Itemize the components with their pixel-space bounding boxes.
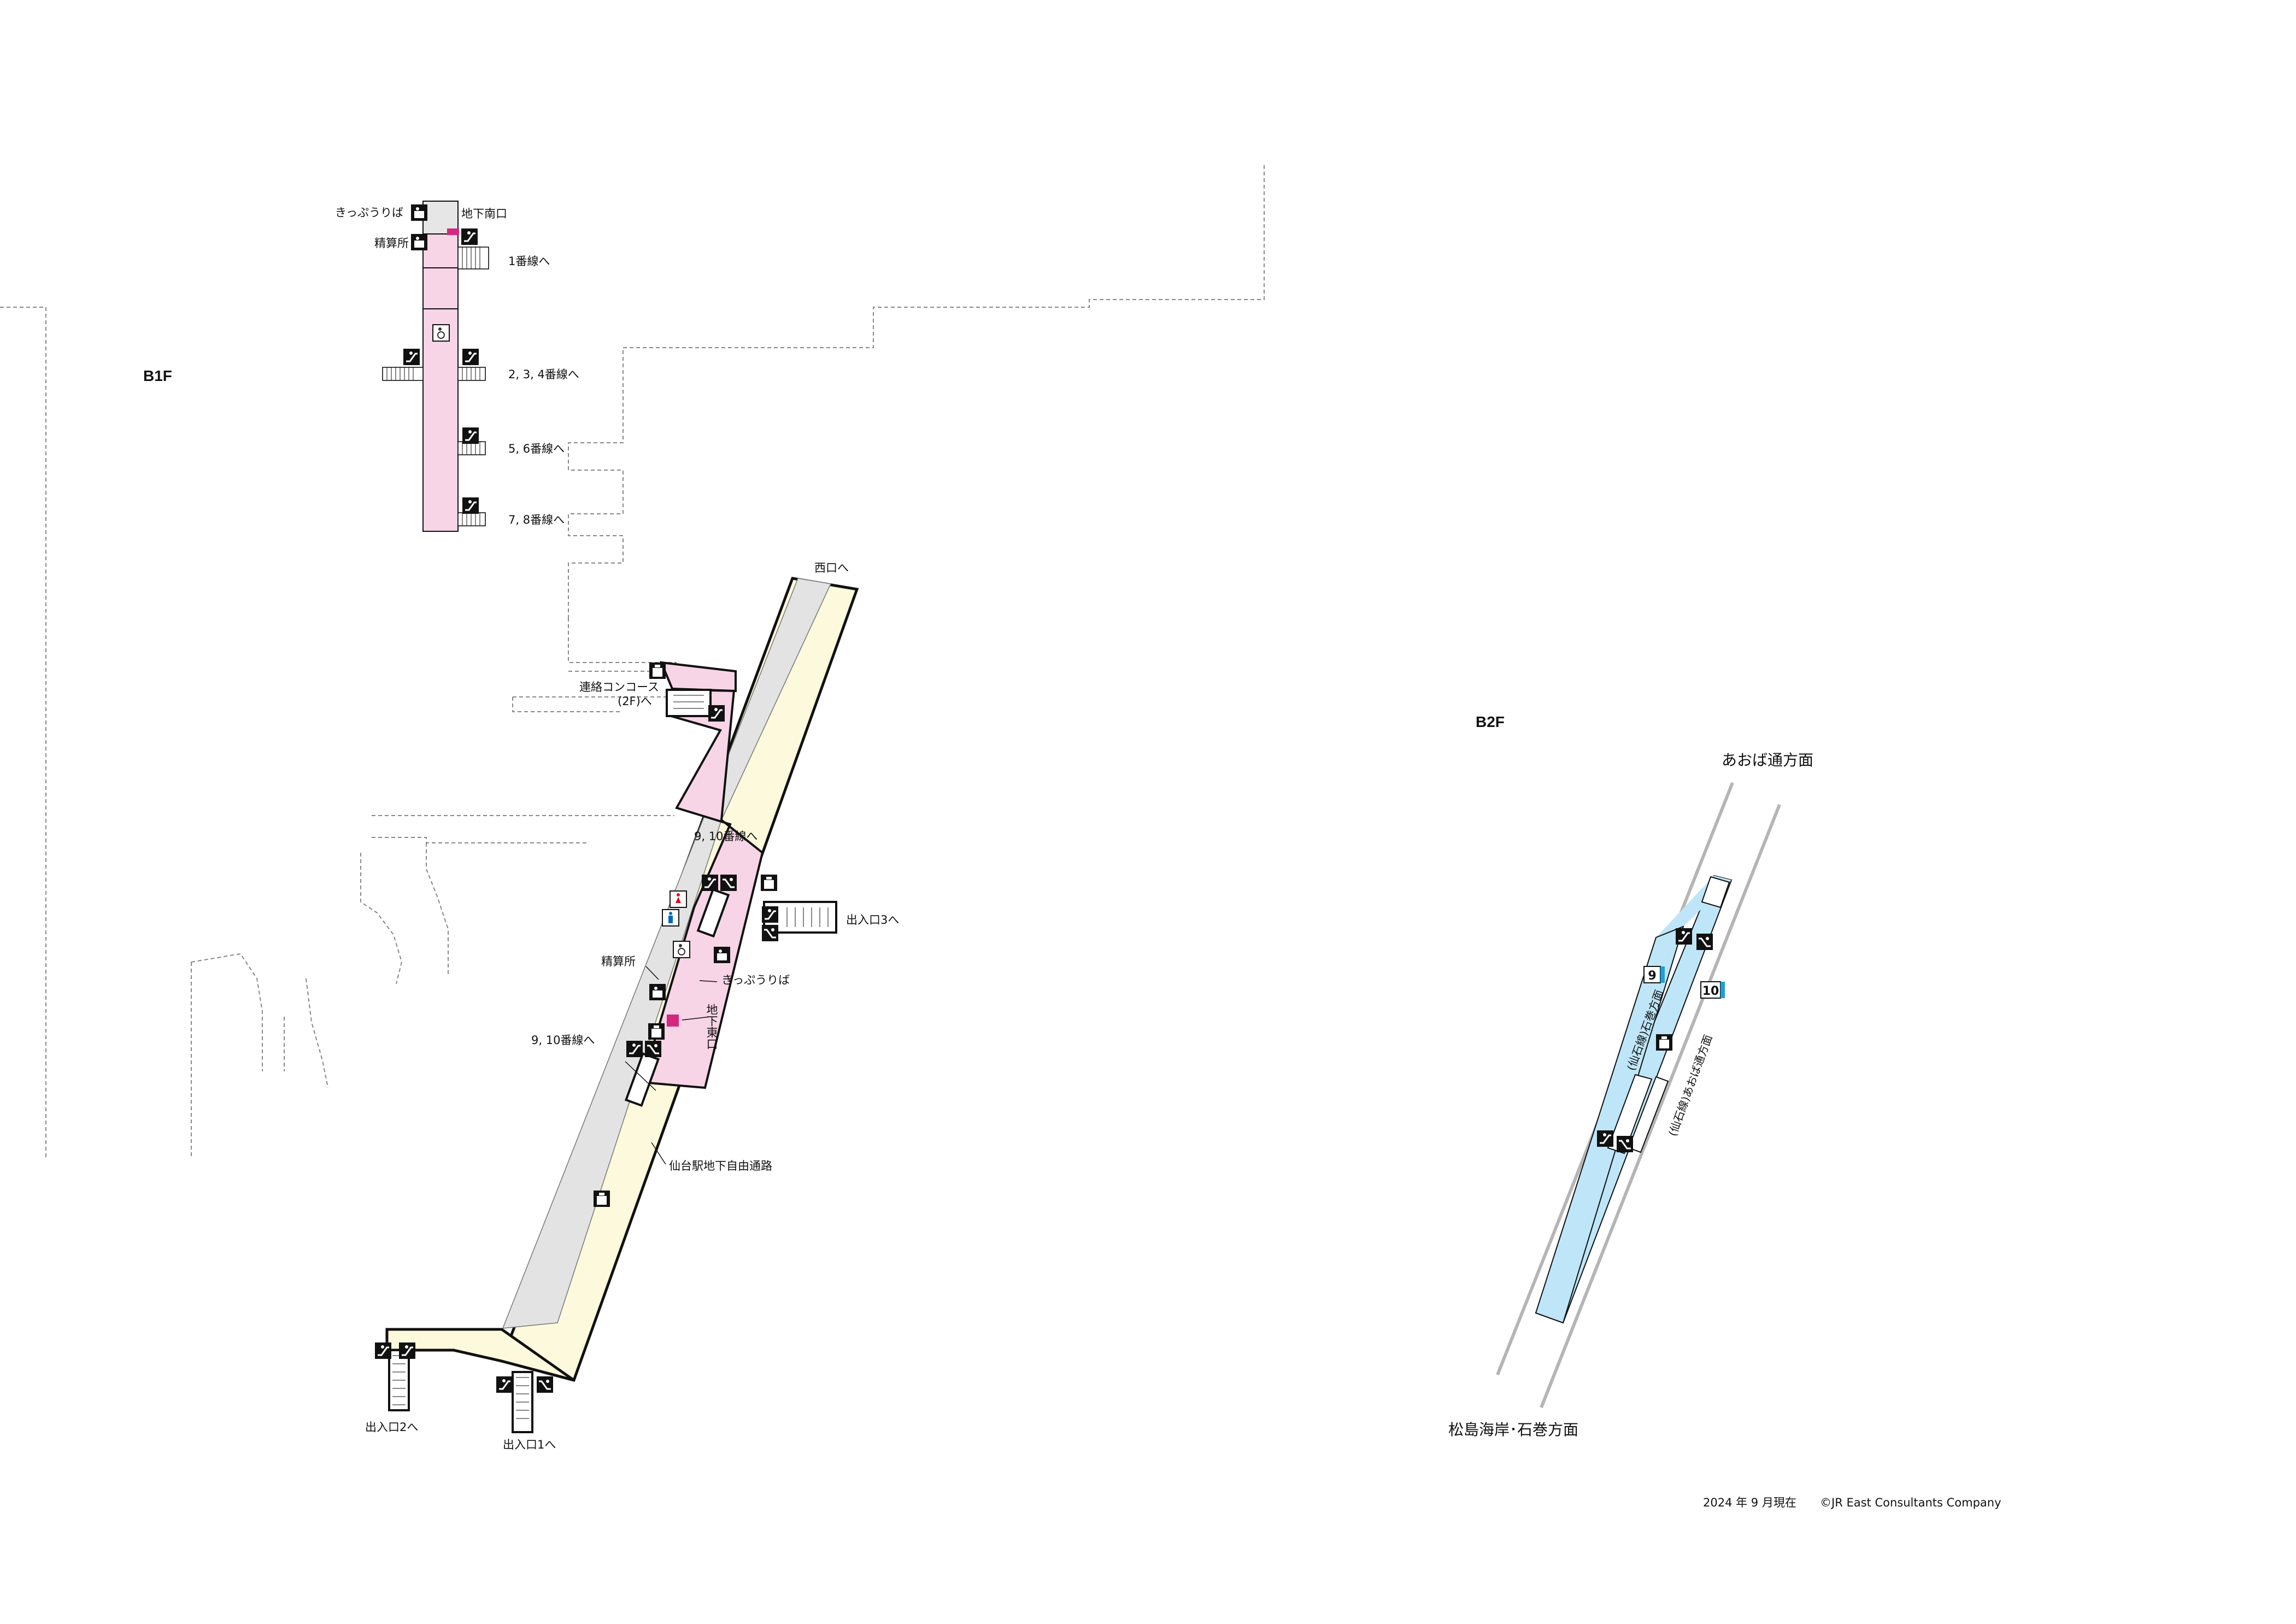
escalator-down-icon [761, 924, 779, 942]
platform-stairs-upper [1701, 876, 1730, 908]
ticket-gate-south [447, 228, 459, 235]
elevator-icon [648, 1023, 665, 1040]
label-exit1: 出入口1へ [503, 1438, 556, 1451]
ticket-machine-icon [714, 947, 730, 963]
label-platform-right: (仙石線)あおば通方面 [1666, 1033, 1714, 1138]
label-to-track234: 2, 3, 4番線へ [508, 368, 579, 381]
accessible-toilet-icon [432, 324, 450, 342]
main-concourse: 西口へ 連絡コンコース (2F)へ 9, 10番線へ 出入口3へ 精算所 きっぷ… [365, 561, 899, 1451]
escalator-up-icon [625, 1040, 644, 1058]
fare-adjustment-icon [649, 984, 666, 1000]
concourse-2f-stairs [666, 689, 712, 717]
ticket-machine-icon [411, 204, 427, 221]
label-concourse-line2: (2F)へ [618, 695, 652, 708]
label-concourse-line1: 連絡コンコース [579, 681, 659, 694]
floor-b1: B1F [0, 165, 1265, 1451]
label-ticket-machine-top: きっぷうりば [335, 206, 403, 219]
label-exit2: 出入口2へ [365, 1421, 418, 1434]
floor-label-b1: B1F [143, 367, 172, 384]
paid-area-upper [422, 233, 459, 532]
escalator-up-icon [461, 496, 480, 515]
accessible-toilet-icon [673, 941, 690, 958]
label-direction-north: あおば通方面 [1722, 751, 1813, 769]
footer-date: 2024 年 9 月現在 [1703, 1496, 1796, 1509]
label-free-passage: 仙台駅地下自由通路 [669, 1159, 772, 1172]
elevator-icon [594, 1191, 610, 1207]
footer-copyright: ©JR East Consultants Company [1820, 1496, 2001, 1509]
building-outline [0, 165, 1265, 1159]
south-concourse: きっぷうりば 地下南口 精算所 1番線へ 2, 3, 4番線へ 5, 6番線へ … [335, 201, 579, 532]
escalator-up-icon [461, 348, 480, 366]
escalator-down-icon [644, 1040, 662, 1058]
elevator-icon [761, 875, 777, 891]
escalator-down-icon [536, 1375, 554, 1394]
label-east-exit: 地下東口 [705, 1004, 718, 1050]
track-9-number: 9 [1648, 969, 1656, 983]
platform-stairs-lower [1607, 1074, 1653, 1154]
escalator-up-icon [402, 348, 421, 366]
label-to-track56: 5, 6番線へ [508, 442, 565, 455]
elevator-icon [1656, 1034, 1672, 1051]
label-south-exit: 地下南口 [461, 207, 507, 220]
label-to-track78: 7, 8番線へ [508, 513, 565, 526]
escalator-up-icon [1675, 927, 1693, 946]
escalator-up-icon [1596, 1129, 1614, 1148]
stairs-to-track910-upper [696, 888, 730, 938]
womens-toilet-icon [670, 890, 687, 908]
track-10-number: 10 [1702, 984, 1719, 998]
mens-toilet-icon [662, 909, 679, 927]
escalator-up-icon [761, 905, 779, 924]
escalator-down-icon [1695, 933, 1714, 951]
label-to-track910-lower: 9, 10番線へ [531, 1034, 595, 1047]
label-to-track1: 1番線へ [508, 255, 550, 268]
label-to-track910-upper: 9, 10番線へ [694, 830, 757, 843]
escalator-up-icon [461, 426, 480, 445]
escalator-up-icon [495, 1375, 514, 1394]
escalator-up-icon [707, 704, 726, 723]
label-direction-south: 松島海岸･石巻方面 [1448, 1421, 1578, 1439]
escalator-down-icon [719, 873, 738, 892]
label-to-west-exit: 西口へ [814, 561, 849, 574]
label-ticket-machine-main: きっぷうりば [721, 974, 790, 987]
escalator-up-icon [374, 1341, 392, 1360]
label-exit3: 出入口3へ [846, 913, 899, 927]
escalator-down-icon [1616, 1135, 1634, 1153]
escalator-up-icon [460, 227, 479, 246]
track-10-rail [1540, 804, 1781, 1409]
elevator-icon [649, 663, 666, 679]
label-fare-adjust-top: 精算所 [374, 237, 409, 250]
ticket-gate-east [667, 1015, 679, 1027]
fare-adjustment-icon [411, 234, 427, 250]
track-9-badge [1643, 966, 1661, 983]
label-fare-adjust-main: 精算所 [601, 955, 636, 968]
escalator-up-icon [398, 1341, 416, 1360]
floor-b2: B2F あおば通方面 松島海岸･石巻方面 9 10 (仙石線)石巻方面 (仙石線… [1448, 713, 1813, 1439]
escalator-up-icon [701, 873, 719, 892]
floor-label-b2: B2F [1476, 713, 1505, 730]
